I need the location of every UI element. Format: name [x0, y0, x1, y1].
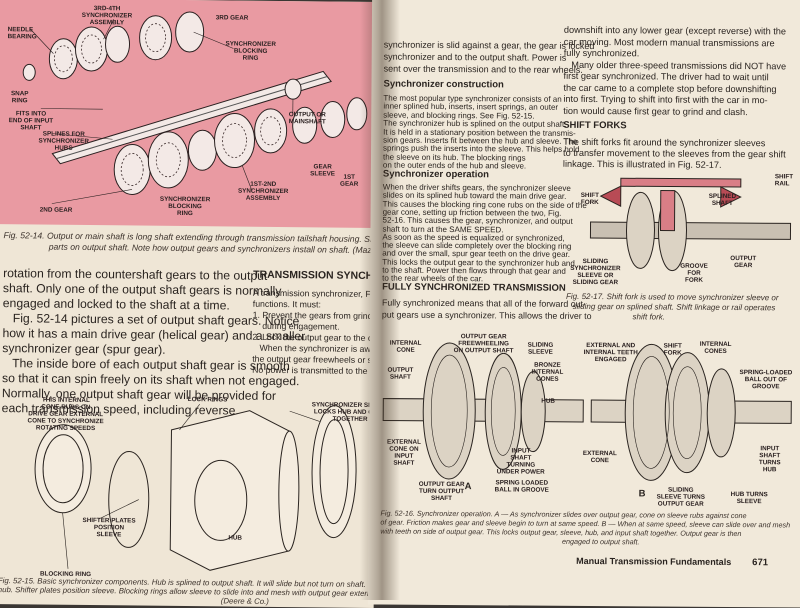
label-3rd-4th-sync: 3rd-4th SYNCHRONIZER ASSEMBLY	[82, 5, 133, 27]
label-splined-shaft: SPLINED SHAFT	[709, 193, 736, 207]
label-sliding-sleeve: SLIDING SYNCHRONIZER SLEEVE OR SLIDING G…	[570, 258, 621, 286]
figure-52-17-caption: Fig. 52-17. Shift fork is used to move s…	[566, 292, 779, 323]
page-number: 671	[752, 557, 768, 568]
label-16a-bronze-cones: BRONZE INTERNAL CONES	[531, 362, 563, 383]
figure-52-16b-drawing	[591, 340, 792, 501]
label-output-mainshaft: OUTPUT OR MAINSHAFT	[289, 111, 326, 125]
label-internal-cone: THIS INTERNAL CONE RUBS ON DRIVE GEAR EX…	[27, 396, 104, 432]
label-16b-external-cone: EXTERNAL CONE	[583, 450, 617, 464]
label-1st-gear: 1st GEAR	[340, 174, 358, 188]
label-output-gear: OUTPUT GEAR	[730, 255, 756, 269]
figure-52-16-caption: Fig. 52-16. Synchronizer operation. A — …	[380, 509, 790, 548]
construction-heading: Synchronizer construction	[383, 79, 503, 91]
label-1st-2nd-sync: 1st-2nd SYNCHRONIZER ASSEMBLY	[238, 181, 289, 203]
text-line: sent over the transmission and to the re…	[384, 63, 583, 76]
label-gear-sleeve: GEAR SLEEVE	[310, 163, 335, 177]
label-2nd-gear: 2nd GEAR	[40, 206, 73, 213]
label-lock-rings: LOCK RINGS	[188, 396, 228, 403]
left-page: NEEDLE BEARING 3rd-4th SYNCHRONIZER ASSE…	[0, 0, 380, 608]
label-16b-internal-cones: INTERNAL CONES	[700, 341, 732, 355]
book-gutter-shadow	[360, 0, 400, 600]
figure-52-15-caption: Fig. 52-15. Basic synchronizer component…	[0, 576, 380, 607]
label-shifter-plates: SHIFTER PLATES POSITION SLEEVE	[82, 517, 135, 539]
label-16a-hub: HUB	[541, 398, 555, 405]
label-16a-output-gear-turn: OUTPUT GEAR TURN OUTPUT SHAFT	[419, 481, 465, 502]
label-16a-input-shaft: INPUT SHAFT TURNING UNDER POWER	[497, 447, 545, 475]
label-16a-spring-ball: SPRING LOADED BALL IN GROOVE	[495, 479, 549, 493]
label-16b-shift-fork: SHIFT FORK	[664, 343, 682, 357]
label-groove-fork: GROOVE FOR FORK	[680, 263, 708, 284]
label-shift-rail: SHIFT RAIL	[775, 173, 793, 187]
figure-52-14-caption: Fig. 52-14. Output or main shaft is long…	[3, 230, 380, 256]
label-sync-blocking-ring-top: SYNCHRONIZER BLOCKING RING	[225, 40, 276, 62]
label-sync-blocking-ring-bottom: SYNCHRONIZER BLOCKING RING	[160, 196, 211, 218]
shift-forks-heading: SHIFT FORKS	[563, 120, 626, 131]
label-16a-letter: A	[465, 481, 472, 492]
label-16b-input-shaft: INPUT SHAFT TURNS HUB	[759, 445, 781, 473]
label-16b-spring-loaded: SPRING-LOADED BALL OUT OF GROOVE	[739, 369, 792, 390]
fully-sync-heading: FULLY SYNCHRONIZED TRANSMISSION	[382, 282, 566, 294]
label-16b-hub-turns: HUB TURNS SLEEVE	[731, 491, 768, 505]
text-line: put gears use a synchronizer. This allow…	[382, 309, 592, 322]
label-hub: HUB	[228, 534, 242, 541]
label-16a-output-gear-freewheel: OUTPUT GEAR FREEWHEELING ON OUTPUT SHAFT	[454, 333, 514, 354]
label-fits-into: FITS INTO END OF INPUT SHAFT	[9, 110, 54, 131]
label-needle-bearing: NEEDLE BEARING	[8, 26, 37, 40]
label-16a-sliding-sleeve: SLIDING SLEEVE	[528, 342, 554, 356]
text-line: tion would cause first gear to grind and…	[563, 104, 747, 117]
label-splines-hubs: SPLINES FOR SYNCHRONIZER HUBS	[38, 130, 89, 152]
label-snap-ring: SNAP RING	[11, 90, 29, 104]
footer-title: Manual Transmission Fundamentals	[576, 556, 731, 567]
label-shift-fork: SHIFT FORK	[581, 192, 599, 206]
label-16b-external-teeth: EXTERNAL AND INTERNAL TEETH ENGAGED	[584, 342, 638, 363]
label-16b-sliding-sleeve: SLIDING SLEEVE TURNS OUTPUT GEAR	[657, 486, 705, 507]
right-page: synchronizer is slid against a gear, the…	[368, 0, 800, 608]
label-3rd-gear: 3rd GEAR	[216, 14, 249, 21]
text-line: linkage. This is illustrated in Fig. 52-…	[563, 158, 722, 171]
label-16b-letter: B	[639, 488, 646, 499]
text-line: synchronizer gear (spur gear).	[2, 341, 165, 358]
